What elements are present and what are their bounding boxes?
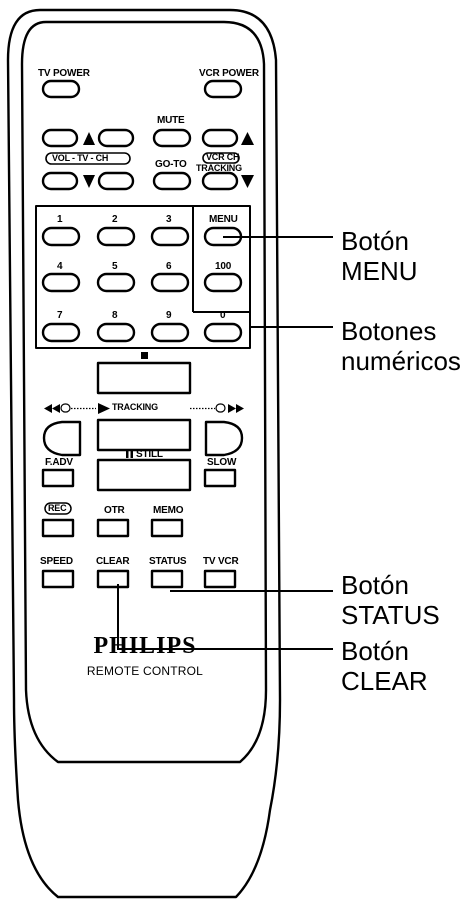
tv-vcr-label: TV VCR <box>203 556 239 567</box>
play-icon <box>98 403 110 414</box>
slow-label: SLOW <box>207 457 237 468</box>
clear-label: CLEAR <box>96 556 130 567</box>
key-5-label: 5 <box>112 261 118 272</box>
brand-subtitle: REMOTE CONTROL <box>86 664 204 678</box>
hundred-label: 100 <box>215 261 232 272</box>
stop-button <box>96 361 192 395</box>
vcr-ch-up-arrow-icon <box>241 132 254 145</box>
otr-button <box>96 518 130 538</box>
fast-forward-icon <box>228 404 236 413</box>
key-9-label: 9 <box>166 310 172 321</box>
key-8 <box>96 322 136 343</box>
play-button <box>96 418 192 452</box>
vcr-ch-pill <box>202 152 240 164</box>
pause-icon <box>126 451 129 458</box>
callout-status-line2: STATUS <box>341 600 440 630</box>
tracking-plus-icon <box>215 403 226 413</box>
speed-label: SPEED <box>40 556 73 567</box>
key-6-label: 6 <box>166 261 172 272</box>
key-1 <box>41 226 81 247</box>
vol-up-button <box>97 128 135 148</box>
key-2 <box>96 226 136 247</box>
f-adv-label: F.ADV <box>45 457 73 468</box>
callout-menu-line2: MENU <box>341 256 418 286</box>
vcr-ch-down-arrow-icon <box>241 175 254 188</box>
vol-tv-ch-label: VOL - TV - CH <box>52 153 109 163</box>
go-to-label: GO-TO <box>155 159 187 170</box>
fast-forward-button <box>204 420 244 457</box>
vcr-power-button <box>203 79 243 99</box>
key-4 <box>41 272 81 293</box>
callout-numeric-line2: numéricos <box>341 346 461 376</box>
tv-power-button <box>41 79 81 99</box>
tracking-minus-icon <box>60 403 71 413</box>
callout-numeric-line1: Botones <box>341 316 437 346</box>
tracking-label: TRACKING <box>196 163 242 173</box>
key-9 <box>150 322 190 343</box>
tracking-bar-label: TRACKING <box>112 402 158 412</box>
vcr-ch-up-button <box>201 128 239 148</box>
still-label: STILL <box>136 449 163 460</box>
key-7-label: 7 <box>57 310 63 321</box>
vol-down-arrow-icon <box>83 175 95 188</box>
speed-button <box>41 569 75 589</box>
key-0 <box>203 322 243 343</box>
callout-status-line1: Botón <box>341 570 409 600</box>
menu-label: MENU <box>209 214 238 225</box>
go-to-button <box>152 171 192 191</box>
rec-button <box>41 518 75 538</box>
tv-power-label: TV POWER <box>38 68 90 79</box>
memo-button <box>150 518 184 538</box>
f-adv-button <box>41 468 75 488</box>
remote-outer-body <box>6 8 282 899</box>
callout-clear-line1: Botón <box>341 636 409 666</box>
key-0-label: 0 <box>220 310 226 321</box>
tv-ch-up-button <box>97 171 135 191</box>
key-3-label: 3 <box>166 214 172 225</box>
still-button <box>96 458 192 492</box>
vcr-ch-down-button <box>201 171 239 191</box>
hundred-button <box>203 272 243 293</box>
status-button <box>150 569 184 589</box>
clear-button <box>96 569 130 589</box>
key-6 <box>150 272 190 293</box>
mute-button <box>152 128 192 148</box>
callout-clear-line2: CLEAR <box>341 666 428 696</box>
tv-ch-down-button <box>41 171 79 191</box>
key-7 <box>41 322 81 343</box>
status-label: STATUS <box>149 556 187 567</box>
key-3 <box>150 226 190 247</box>
rewind-icon <box>44 404 52 413</box>
key-8-label: 8 <box>112 310 118 321</box>
rec-label: REC <box>48 503 67 513</box>
key-5 <box>96 272 136 293</box>
slow-button <box>203 468 237 488</box>
vcr-ch-label: VCR CH <box>206 152 240 162</box>
key-2-label: 2 <box>112 214 118 225</box>
key-1-label: 1 <box>57 214 63 225</box>
vcr-power-label: VCR POWER <box>199 68 259 79</box>
key-4-label: 4 <box>57 261 63 272</box>
memo-label: MEMO <box>153 505 184 516</box>
brand-logo: PHILIPS <box>93 633 197 659</box>
tv-vcr-button <box>203 569 237 589</box>
stop-icon <box>141 352 148 359</box>
clear-leader <box>117 584 333 650</box>
vol-up-arrow-icon <box>83 132 95 145</box>
otr-label: OTR <box>104 505 125 516</box>
callout-menu-line1: Botón <box>341 226 409 256</box>
vol-tv-ch-pill <box>45 152 131 165</box>
mute-label: MUTE <box>157 115 185 126</box>
numeric-block-frame <box>35 205 251 349</box>
rewind-button <box>42 420 82 457</box>
arrow-glyphs <box>44 132 254 458</box>
remote-faceplate <box>20 20 268 764</box>
vol-down-button <box>41 128 79 148</box>
